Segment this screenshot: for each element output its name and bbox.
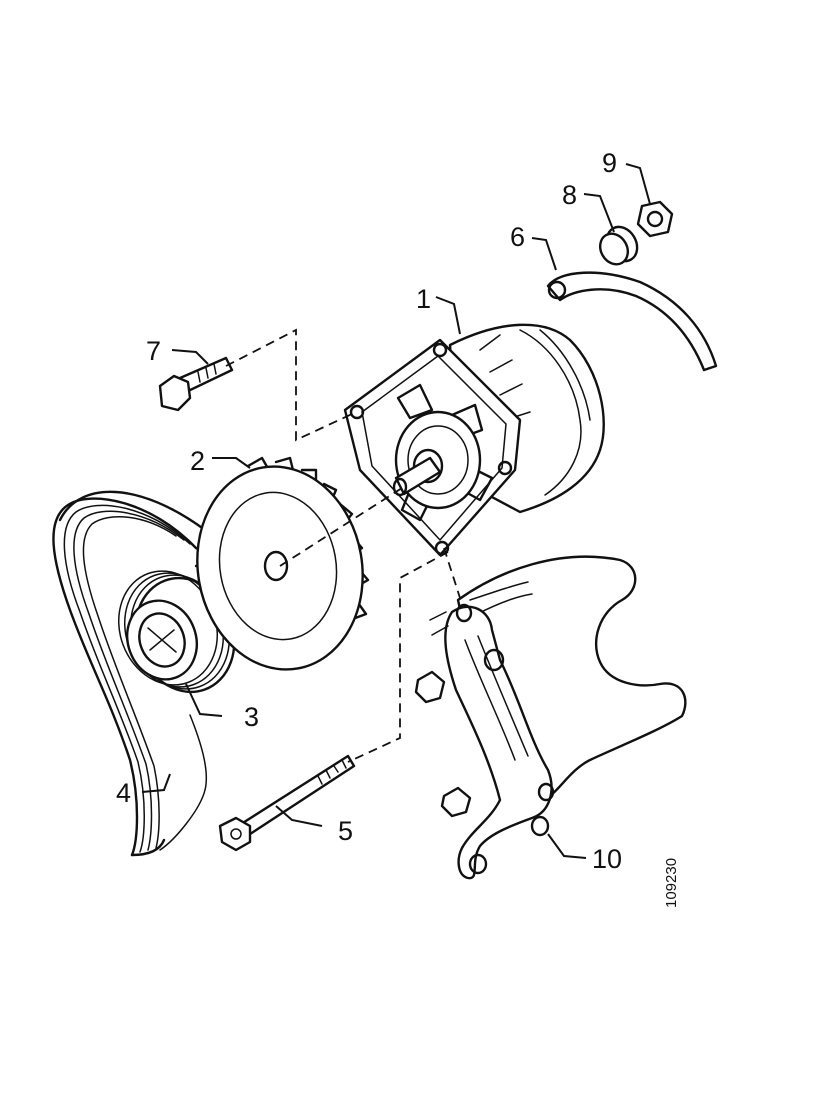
- callout-label-7: 7: [146, 336, 161, 366]
- callout-label-2: 2: [190, 446, 205, 476]
- callout-label-5: 5: [338, 816, 353, 846]
- mounting-bracket-drawing: [414, 555, 687, 880]
- short-bolt-drawing: [158, 356, 234, 412]
- callout-label-10: 10: [592, 844, 622, 874]
- nut-drawing: [636, 200, 674, 238]
- fan-pulley-drawing: [196, 456, 370, 671]
- spacer-sleeve-drawing: [598, 225, 639, 266]
- callout-label-8: 8: [562, 180, 577, 210]
- adjusting-strap-drawing: [546, 271, 718, 372]
- callout-label-9: 9: [602, 148, 617, 178]
- assembly-dashed-lines: [225, 328, 461, 763]
- callout-label-1: 1: [416, 284, 431, 314]
- callout-label-6: 6: [510, 222, 525, 252]
- figure-reference-code: 109230: [663, 858, 680, 908]
- alternator-drawing: [343, 323, 605, 557]
- callout-label-4: 4: [116, 778, 131, 808]
- long-bolt-drawing: [218, 754, 356, 852]
- callout-leaders: [141, 163, 651, 859]
- callout-label-3: 3: [244, 702, 259, 732]
